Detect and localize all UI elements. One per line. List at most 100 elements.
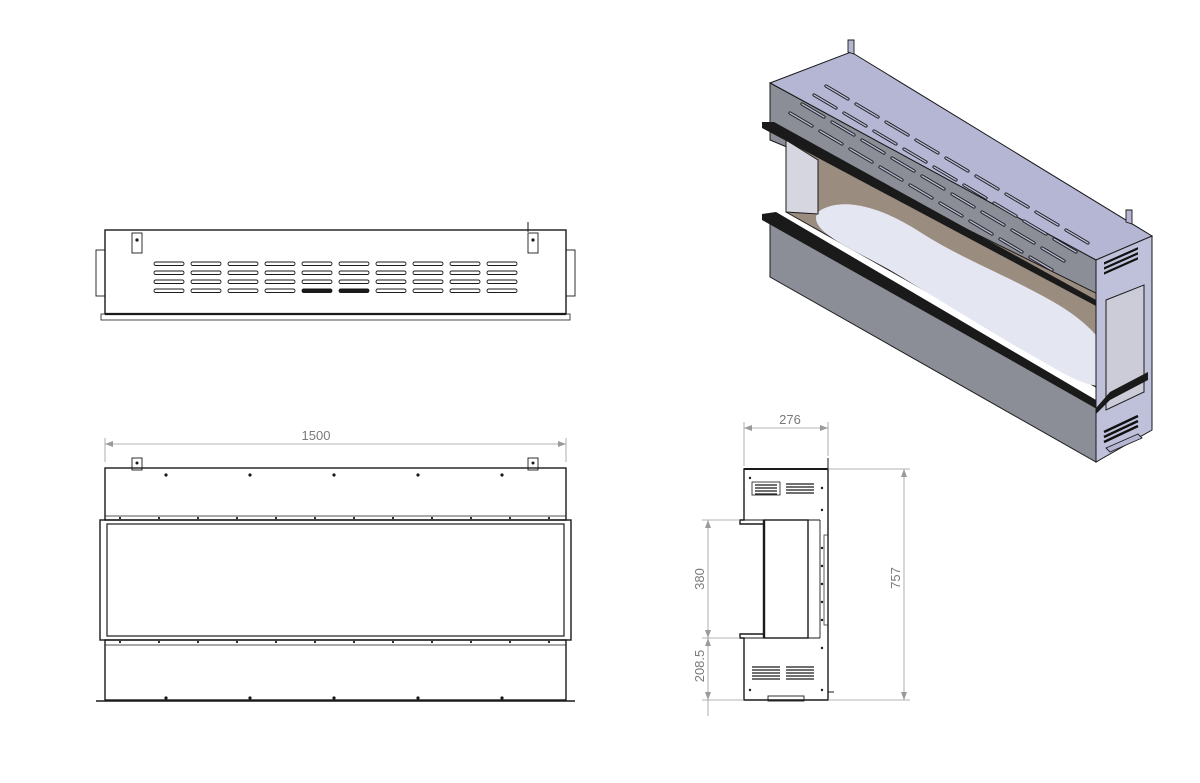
dimension-depth: 276 xyxy=(743,412,829,466)
screw-hole xyxy=(820,546,824,550)
screw-hole xyxy=(274,516,278,520)
vent-slot-inner xyxy=(903,148,927,163)
vent-slot-inner xyxy=(813,94,837,109)
vent-slot xyxy=(375,270,407,275)
vent-slot-inner xyxy=(915,139,939,154)
dimension-bottom-height: 208.5 xyxy=(692,638,744,716)
vent-slot xyxy=(449,270,481,275)
vent-slot-inner xyxy=(825,85,849,100)
screw-hole xyxy=(748,688,752,692)
dimension-width-label: 1500 xyxy=(302,428,331,443)
screw-holes xyxy=(118,473,551,700)
vent-slot xyxy=(449,261,481,266)
screw-hole xyxy=(235,516,239,520)
vent-slot-inner xyxy=(849,148,873,163)
screw-hole xyxy=(500,473,504,477)
screw-hole xyxy=(196,516,200,520)
screw-hole xyxy=(235,640,239,644)
side-vents xyxy=(751,481,814,680)
vent-slot-inner xyxy=(831,121,855,136)
vent-slot xyxy=(190,279,222,284)
vent-slot-inner xyxy=(993,202,1017,217)
screw-hole xyxy=(500,696,504,700)
vent-slot xyxy=(338,261,370,266)
vent-slot-inner xyxy=(981,211,1005,226)
vent-slot-inner xyxy=(1035,211,1059,226)
vent-slot-inner xyxy=(873,130,897,145)
vent-slot xyxy=(449,288,481,293)
screw-hole xyxy=(118,640,122,644)
vent-slot xyxy=(486,270,518,275)
screw-hole xyxy=(313,640,317,644)
side-view: 276 380 208.5 757 xyxy=(692,412,910,716)
vent-slot-inner xyxy=(1029,256,1053,271)
vent-slot xyxy=(338,288,370,293)
vent-slot-inner xyxy=(969,220,993,235)
screw-hole xyxy=(118,516,122,520)
vent-slot xyxy=(153,270,185,275)
screw-hole xyxy=(274,640,278,644)
vent-slot-inner xyxy=(945,157,969,172)
vent-slot xyxy=(486,288,518,293)
vent-slot xyxy=(264,279,296,284)
screw-hole xyxy=(508,516,512,520)
top-view xyxy=(95,222,576,321)
screw-hole xyxy=(820,618,824,622)
vent-slot xyxy=(264,288,296,293)
vent-slot xyxy=(264,261,296,266)
screw-hole xyxy=(332,473,336,477)
screw-hole xyxy=(820,486,824,490)
screw-hole xyxy=(820,582,824,586)
dimension-width: 1500 xyxy=(104,428,567,462)
vent-slot xyxy=(412,261,444,266)
vent-slot-inner xyxy=(843,112,867,127)
vent-slot xyxy=(301,270,333,275)
front-view: 1500 xyxy=(96,428,575,702)
screw-hole xyxy=(820,508,824,512)
dimension-opening-label: 380 xyxy=(692,568,707,590)
vent-slot xyxy=(449,279,481,284)
vent-slot-inner xyxy=(921,175,945,190)
screw-hole xyxy=(248,696,252,700)
vent-slot-inner xyxy=(933,166,957,181)
dimension-depth-label: 276 xyxy=(779,412,801,427)
screw-hole xyxy=(157,516,161,520)
screw-hole xyxy=(820,688,824,692)
screw-hole xyxy=(391,640,395,644)
vent-slot-inner xyxy=(999,238,1023,253)
vent-slot-inner xyxy=(789,112,813,127)
vent-slot xyxy=(412,270,444,275)
vent-slot-inner xyxy=(855,103,879,118)
vent-slot xyxy=(190,270,222,275)
screw-hole xyxy=(352,516,356,520)
vent-slot xyxy=(375,288,407,293)
screw-hole xyxy=(547,516,551,520)
vent-slot-inner xyxy=(909,184,933,199)
vent-slot xyxy=(412,288,444,293)
bracket-left xyxy=(131,232,143,254)
vent-slot-inner xyxy=(1011,229,1035,244)
vent-slot xyxy=(375,279,407,284)
screw-hole xyxy=(469,640,473,644)
vent-slot-inner xyxy=(819,130,843,145)
screw-hole xyxy=(508,640,512,644)
vent-slot-inner xyxy=(1023,220,1047,235)
vent-slots xyxy=(153,261,518,293)
vent-slot xyxy=(412,279,444,284)
vent-slot xyxy=(301,261,333,266)
vent-slot xyxy=(486,279,518,284)
bracket-right xyxy=(527,232,539,254)
side-glass xyxy=(763,519,809,639)
screw-hole xyxy=(416,696,420,700)
screw-hole xyxy=(391,516,395,520)
vent-slot-inner xyxy=(963,184,987,199)
vent-slot xyxy=(375,261,407,266)
dimension-total-height: 757 xyxy=(828,468,910,701)
vent-slot-inner xyxy=(885,121,909,136)
screw-hole xyxy=(416,473,420,477)
screw-hole xyxy=(820,646,824,650)
vent-slot xyxy=(301,288,333,293)
vent-slot xyxy=(301,279,333,284)
vent-slot xyxy=(264,270,296,275)
